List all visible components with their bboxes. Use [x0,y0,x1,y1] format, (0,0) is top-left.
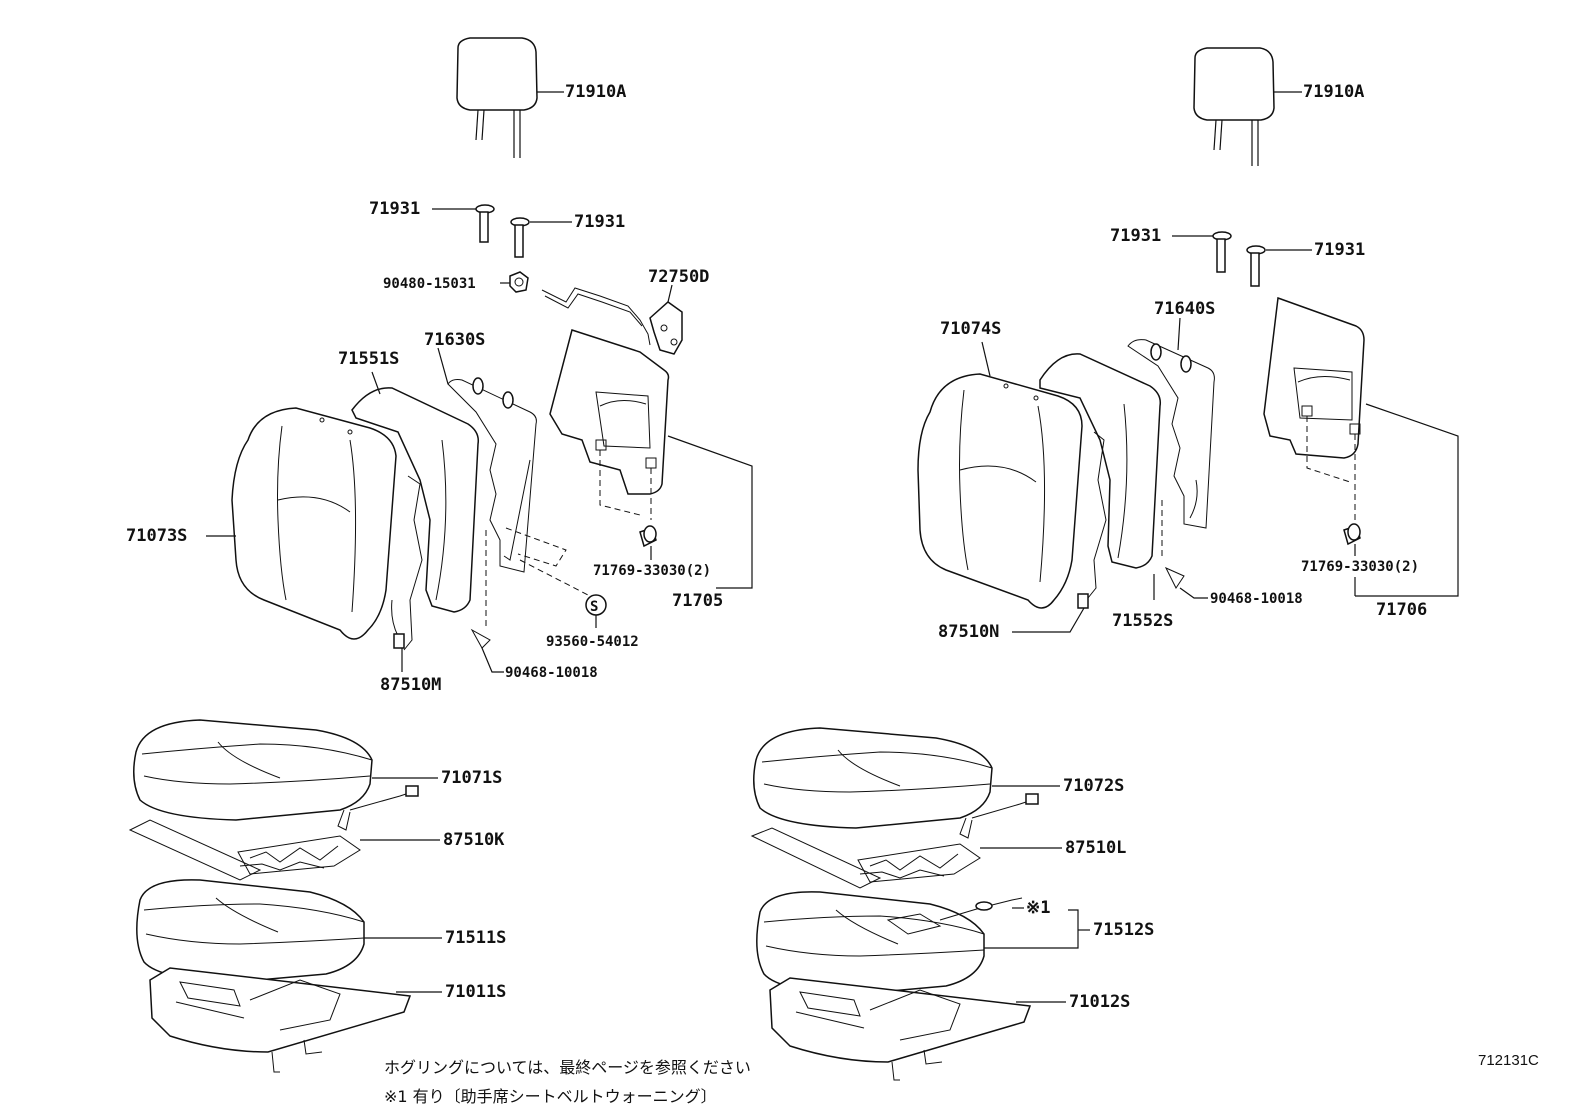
seat-cushion-pad-left [136,879,365,983]
seat-belt-sensor-right [886,897,1023,935]
cushion-harness-left [337,785,419,831]
seat-cushion-cover-left [133,719,373,821]
seatback-board-right [1263,296,1365,459]
label-symbol-s: S [590,599,598,615]
seatback-frame-left [447,377,537,573]
label-guide-right-a: 71931 [1110,226,1161,246]
label-pad-71551s: 71551S [338,349,399,369]
label-frame-71630s: 71630S [424,330,485,350]
label-heater-87510l: 87510L [1065,838,1126,858]
label-guide-right-b: 71931 [1314,240,1365,260]
seatback-cover-left [231,407,397,640]
clip-triangle-left [470,628,491,649]
seat-lock-cable-icon [541,287,683,355]
seatback-cover-right [917,373,1083,609]
seat-cushion-frame-right [769,977,1032,1081]
seat-heater-right [1077,431,1107,609]
label-frame-71011s: 71011S [445,982,506,1002]
label-cover-71071s: 71071S [441,768,502,788]
headrest-right [1193,47,1275,166]
label-clip-33030-left: 71769-33030(2) [593,563,711,579]
clip-triangle-right [1164,566,1185,589]
headrest-guide-icon [475,204,530,258]
hog-ring-note: ホグリングについては、最終ページを参照ください [384,1058,751,1077]
label-screw-54012: 93560-54012 [546,634,639,650]
label-headrest-left: 71910A [565,82,626,102]
cushion-heater-right [750,827,981,889]
seat-cushion-cover-right [753,727,993,829]
seatback-frame-right [1127,339,1215,529]
clip-icon-right [1343,523,1361,546]
label-pad-71512s: 71512S [1093,920,1154,940]
seatback-board-left [549,329,670,495]
label-heater-87510n: 87510N [938,622,999,642]
label-note-mark: ※1 [1026,898,1050,918]
label-clip-10018-left: 90468-10018 [505,665,598,681]
label-pad-71511s: 71511S [445,928,506,948]
label-frame-71640s: 71640S [1154,299,1215,319]
cushion-heater-left [128,819,361,881]
headrest-left [456,37,538,158]
cushion-harness-right [959,793,1039,839]
label-guide-left-b: 71931 [574,212,625,232]
footnote-1: ※1 有り〔助手席シートベルトウォーニング〕 [384,1087,717,1106]
label-clip-33030-right: 71769-33030(2) [1301,559,1419,575]
label-screw-15031: 90480-15031 [383,276,476,292]
label-headrest-right: 71910A [1303,82,1364,102]
label-pad-71552s: 71552S [1112,611,1173,631]
label-heater-87510k: 87510K [443,830,505,850]
seat-cushion-pad-right [756,891,985,995]
figure-code: 712131C [1478,1052,1539,1069]
clip-icon-left [639,525,657,548]
label-clip-10018-right: 90468-10018 [1210,591,1303,607]
label-cover-71073s: 71073S [126,526,187,546]
label-guide-left-a: 71931 [369,199,420,219]
label-board-71705: 71705 [672,591,723,611]
label-heater-87510m: 87510M [380,675,441,695]
label-cover-71072s: 71072S [1063,776,1124,796]
headrest-guide-icon-right [1212,231,1266,287]
label-lock-72750d: 72750D [648,267,709,287]
nut-icon [509,271,529,293]
label-cover-71074s: 71074S [940,319,1001,339]
seat-heater-left [391,475,423,651]
seatback-pad-right [1039,353,1162,569]
label-frame-71012s: 71012S [1069,992,1130,1012]
seat-cushion-frame-left [149,967,412,1073]
label-board-71706: 71706 [1376,600,1427,620]
